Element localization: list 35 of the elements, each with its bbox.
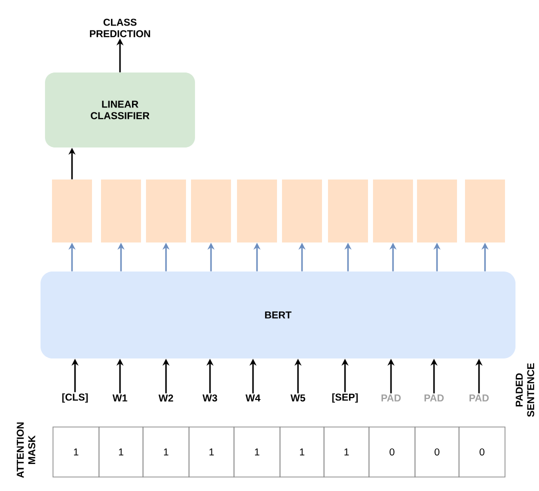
- mask-cell: 1: [98, 426, 144, 478]
- side-label: PADED SENTENCE: [516, 363, 534, 417]
- token-label: W1: [112, 394, 128, 402]
- token-label: W4: [246, 394, 260, 402]
- embedding-box: [465, 180, 505, 242]
- token-label: W2: [158, 394, 174, 402]
- token-label: PAD: [424, 394, 444, 402]
- token-label: [CLS]: [62, 393, 88, 403]
- embedding-box: [52, 180, 92, 242]
- mask-cell: 1: [280, 426, 324, 478]
- embedding-box: [373, 180, 413, 242]
- token-label: W5: [290, 394, 306, 402]
- token-label: [SEP]: [332, 393, 358, 403]
- mask-cell: 0: [458, 426, 506, 478]
- token-label: PAD: [470, 394, 489, 402]
- embedding-box: [417, 180, 457, 242]
- mask-cell: 1: [52, 426, 100, 478]
- side-label: ATTENTION MASK: [16, 422, 36, 478]
- embedding-box: [101, 180, 141, 242]
- mask-cell: 1: [324, 426, 370, 478]
- model-box: BERT: [40, 272, 516, 358]
- classifier-box: LINEAR CLASSIFIER: [45, 72, 195, 148]
- mask-cell: 1: [188, 426, 234, 478]
- embedding-box: [328, 180, 368, 242]
- mask-cell: 0: [414, 426, 460, 478]
- embedding-box: [282, 180, 322, 242]
- token-label: PAD: [382, 394, 401, 402]
- mask-cell: 1: [234, 426, 280, 478]
- token-label: W3: [202, 394, 218, 402]
- mask-cell: 1: [142, 426, 190, 478]
- output-label: CLASS PREDICTION: [90, 18, 150, 38]
- embedding-box: [191, 180, 231, 242]
- mask-cell: 0: [368, 426, 416, 478]
- embedding-box: [237, 180, 277, 242]
- embedding-box: [146, 180, 186, 242]
